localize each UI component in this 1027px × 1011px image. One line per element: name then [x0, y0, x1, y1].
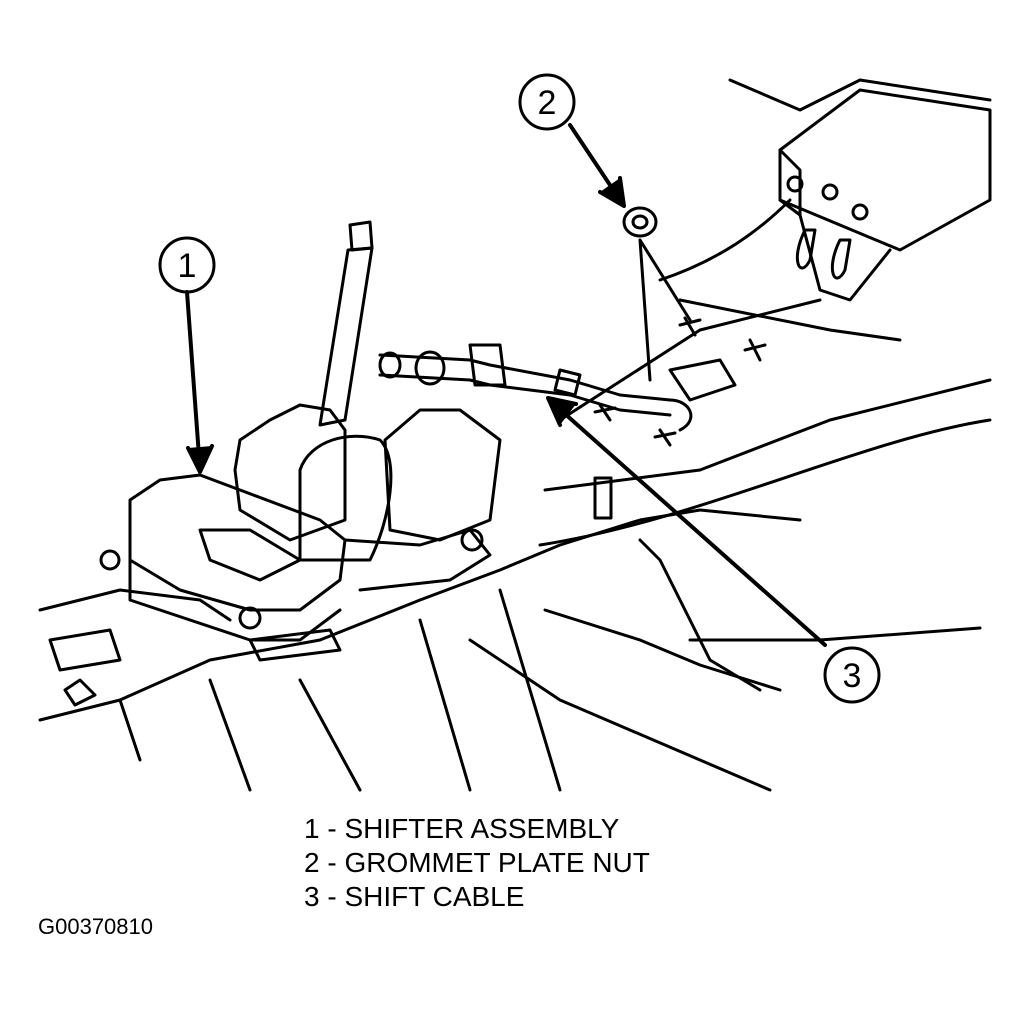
callout-3-arrowhead: [546, 396, 578, 427]
callout-1-circle: [158, 236, 216, 294]
callout-1-arrowhead: [186, 444, 214, 474]
callout-1-number: 1: [178, 247, 197, 285]
callout-2-number: 2: [538, 84, 557, 122]
callout-3-circle: [823, 646, 881, 704]
legend-item-shift-cable: 3 - SHIFT CABLE: [304, 881, 525, 912]
mount-bracket: [543, 78, 992, 492]
figure-id: G00370810: [38, 914, 153, 939]
callout-3-leader: [553, 403, 827, 647]
callout-3-number: 3: [843, 657, 862, 695]
callout-2-arrowhead: [598, 176, 626, 208]
callout-arrows: [185, 123, 827, 647]
legend-item-grommet-plate-nut: 2 - GROMMET PLATE NUT: [304, 847, 650, 878]
floor-pan: [38, 418, 992, 792]
shifter-assembly: [99, 220, 502, 662]
callout-2-circle: [518, 73, 576, 131]
callout-circles: [158, 73, 881, 704]
shift-cable: [378, 343, 693, 432]
mount-bolts: [593, 316, 767, 520]
legend: 1 - SHIFTER ASSEMBLY 2 - GROMMET PLATE N…: [304, 812, 650, 914]
callout-1-leader: [185, 290, 202, 472]
grommet-plate-nut: [622, 206, 692, 382]
legend-item-shifter-assembly: 1 - SHIFTER ASSEMBLY: [304, 813, 620, 844]
